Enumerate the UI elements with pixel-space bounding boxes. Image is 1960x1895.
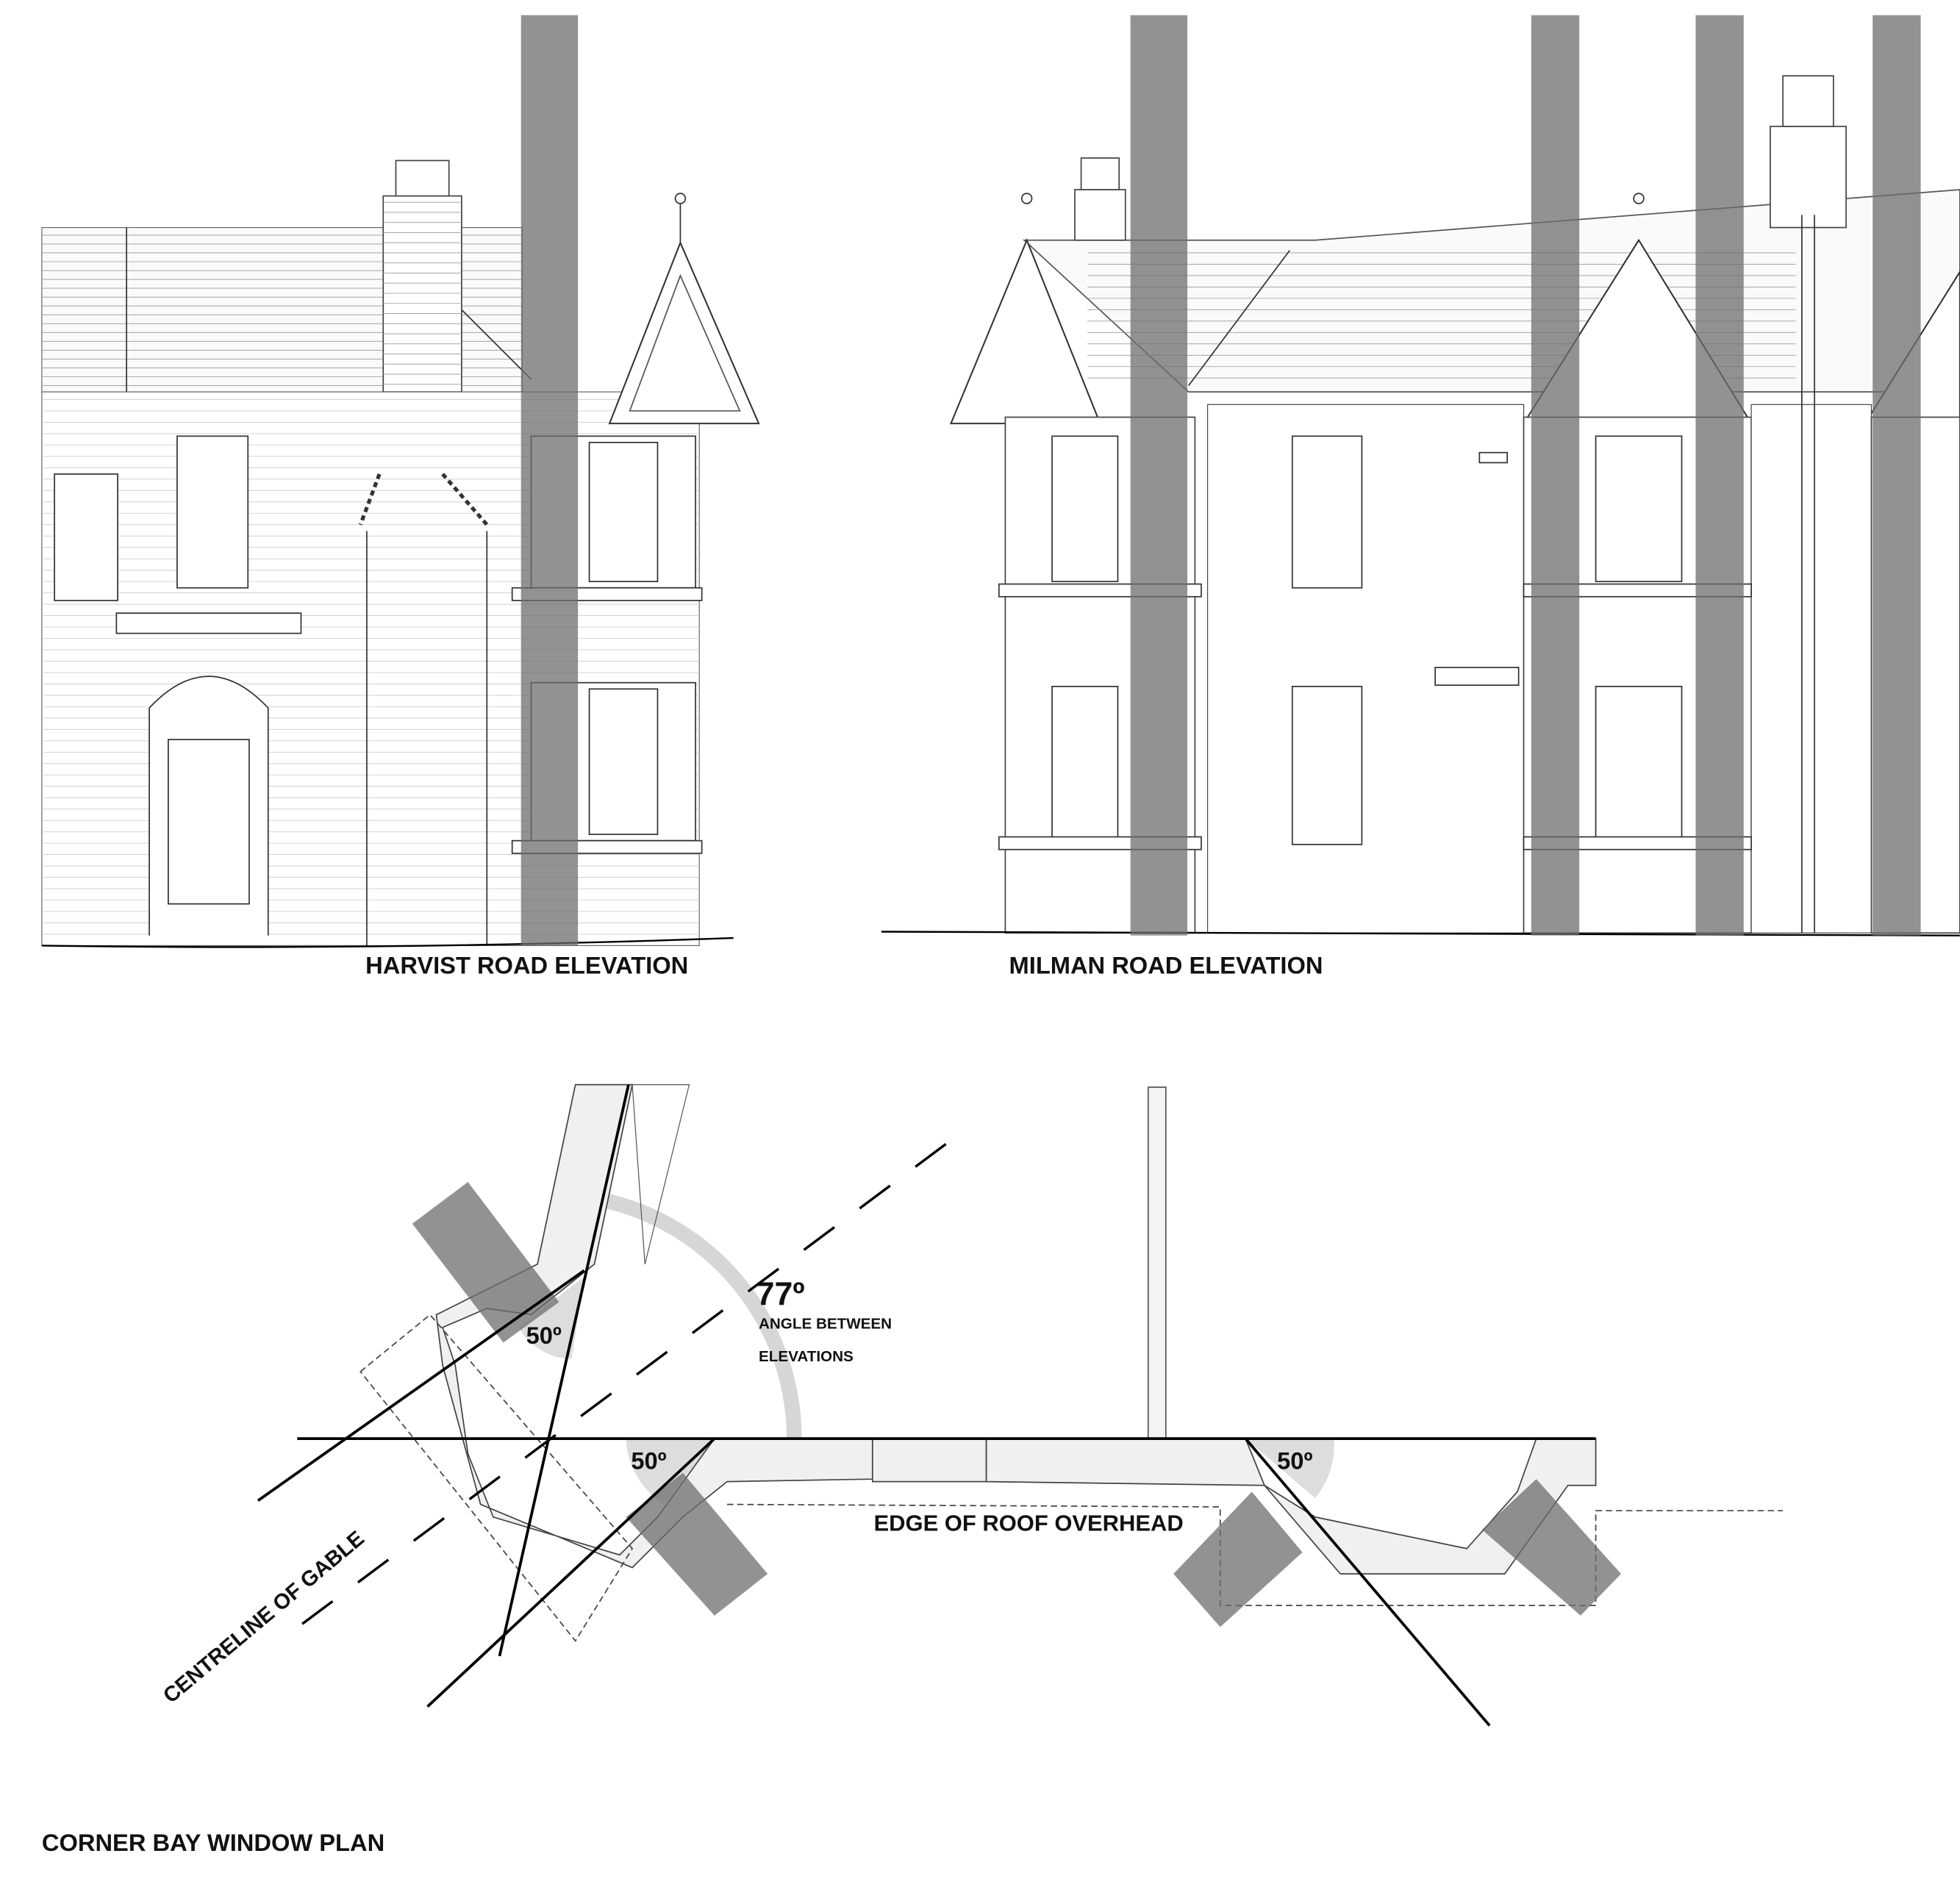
milman-road-elevation xyxy=(881,15,1960,936)
harvist-gable xyxy=(608,193,760,425)
milman-ground-line xyxy=(881,931,1960,936)
angle-wedge-mid xyxy=(626,1439,715,1505)
angle-77-label: 77º xyxy=(757,1276,805,1312)
sightline-bar xyxy=(1873,15,1921,936)
roof-overhead-outline xyxy=(360,1314,634,1642)
sightline-bar xyxy=(521,15,579,946)
bay-face-line-mid xyxy=(426,1437,716,1708)
angle-caption-line1: ANGLE BETWEEN xyxy=(759,1316,892,1333)
angle-50-mid-label: 50º xyxy=(631,1447,666,1474)
angle-wedge-right xyxy=(1245,1439,1334,1498)
angle-arc xyxy=(605,1193,802,1439)
centreline-label: CENTRELINE OF GABLE xyxy=(159,1527,368,1708)
angle-caption-line2: ELEVATIONS xyxy=(759,1348,854,1365)
sightline-bar xyxy=(1695,15,1744,936)
harvist-ground-line xyxy=(41,936,734,948)
angle-50-left-label: 50º xyxy=(526,1322,562,1349)
harvist-road-elevation xyxy=(41,15,760,948)
harvist-chimney xyxy=(382,160,462,393)
roof-edge-label: EDGE OF ROOF OVERHEAD xyxy=(874,1511,1184,1536)
sightline-bar xyxy=(1130,15,1188,936)
plan-title: CORNER BAY WINDOW PLAN xyxy=(42,1829,385,1856)
milman-chimneys xyxy=(1074,75,1847,241)
harvist-elevation-line xyxy=(498,1084,630,1657)
window-sightline-blocks xyxy=(412,1182,1621,1627)
roof-overhead-outline xyxy=(727,1503,1784,1607)
gable-centreline xyxy=(284,1143,947,1638)
bay-face-line-left xyxy=(257,1269,585,1502)
milman-elevation-label: MILMAN ROAD ELEVATION xyxy=(1009,951,1323,978)
harvist-elevation-label: HARVIST ROAD ELEVATION xyxy=(365,951,688,978)
angle-50-right-label: 50º xyxy=(1277,1447,1312,1474)
bay-face-line-right xyxy=(1244,1437,1491,1727)
angle-wedge-left xyxy=(518,1277,584,1359)
sightline-bar xyxy=(1531,15,1580,936)
corner-bay-window-plan: 77º ANGLE BETWEEN ELEVATIONS 50º 50º 50º… xyxy=(159,1083,1784,1727)
